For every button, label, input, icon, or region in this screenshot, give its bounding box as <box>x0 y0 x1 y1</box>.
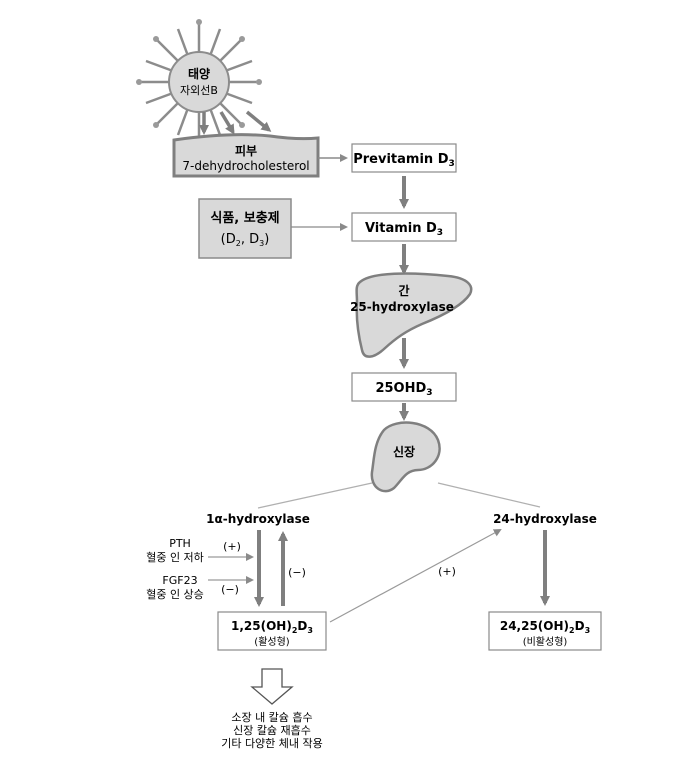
food-supplement-node: 식품, 보충제 (D2, D3) <box>198 198 292 259</box>
pth-sign: (+) <box>223 540 241 553</box>
sun-rays <box>140 23 258 141</box>
skin-subtitle: 7-dehydrocholesterol <box>182 159 309 173</box>
stimulation-sign: (+) <box>438 565 456 578</box>
pth-label: PTH <box>169 537 191 550</box>
25ohd-box: 25OHD3 <box>351 372 457 402</box>
feedback-sign: (−) <box>288 566 306 579</box>
vitamin-label: Vitamin D3 <box>365 221 443 238</box>
effect-renal-reabsorption: 신장 칼슘 재흡수 <box>233 723 311 737</box>
sun-disc <box>168 51 230 113</box>
liver-shape <box>355 272 473 358</box>
liver-node: 간 25-hydroxylase <box>350 272 473 358</box>
inactive-form-box: 24,25(OH)2D3 (비활성형) <box>488 611 602 651</box>
previtamin-box: Previtamin D3 <box>351 143 457 173</box>
kidney-shape <box>370 421 441 493</box>
sun-node: 태양 자외선B <box>136 19 262 145</box>
food-detail: (D2, D3) <box>221 232 270 248</box>
active-form-box: 1,25(OH)2D3 (활성형) <box>217 611 327 651</box>
vitamin-box: Vitamin D3 <box>351 212 457 242</box>
fgf23-label: FGF23 <box>162 574 197 587</box>
liver-title: 간 <box>398 283 409 298</box>
uv-arrows <box>199 110 272 135</box>
sun-subtitle: 자외선B <box>180 84 218 97</box>
effect-intestinal-absorption: 소장 내 칼슘 흡수 <box>231 710 312 724</box>
1alpha-hydroxylase-label: 1α-hydroxylase <box>206 512 310 526</box>
skin-title: 피부 <box>235 143 257 158</box>
sun-title: 태양 <box>188 66 210 81</box>
active-form-note: (활성형) <box>254 635 290 648</box>
24-hydroxylase-label: 24-hydroxylase <box>493 512 597 526</box>
25ohd-label: 25OHD3 <box>375 381 432 398</box>
active-form-label: 1,25(OH)2D3 <box>231 619 313 635</box>
fgf23-condition: 혈중 인 상승 <box>146 587 204 601</box>
food-title: 식품, 보충제 <box>210 210 279 226</box>
effect-other-actions: 기타 다양한 체내 작용 <box>221 737 323 750</box>
skin-shape <box>172 133 320 178</box>
liver-enzyme: 25-hydroxylase <box>350 300 454 314</box>
kidney-node: 신장 <box>370 421 441 493</box>
inactive-form-label: 24,25(OH)2D3 <box>500 619 590 635</box>
skin-node: 피부 7-dehydrocholesterol <box>172 133 320 178</box>
previtamin-label: Previtamin D3 <box>353 152 455 169</box>
branch-to-24hydroxylase <box>437 482 541 508</box>
inactive-form-note: (비활성형) <box>523 635 568 648</box>
fgf23-sign: (−) <box>221 583 239 596</box>
branch-to-1alpha <box>257 482 373 509</box>
effects-down-arrow <box>250 668 294 705</box>
kidney-title: 신장 <box>393 444 415 459</box>
arrow-active-to-24hydroxylase <box>329 529 502 623</box>
pth-condition: 혈중 인 저하 <box>146 550 204 564</box>
